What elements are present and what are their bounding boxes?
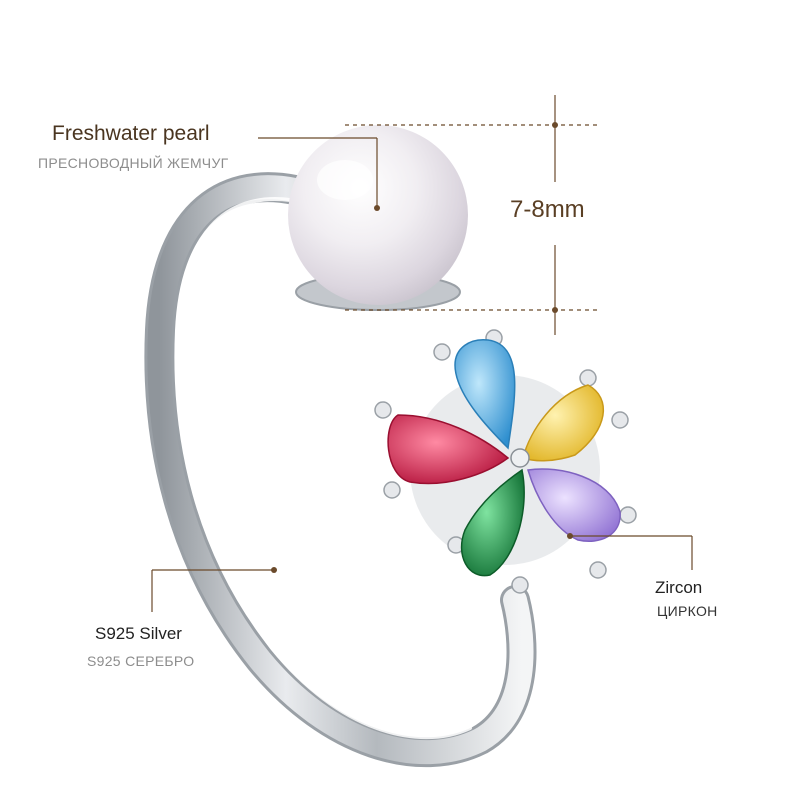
purple-stone (527, 468, 621, 542)
zircon-stones (387, 339, 621, 577)
pearl-label-ru: ПРЕСНОВОДНЫЙ ЖЕМЧУГ (38, 155, 229, 171)
yellow-stone (522, 384, 605, 462)
silver-band (144, 172, 537, 768)
pearl-label: Freshwater pearl (52, 122, 210, 145)
blue-stone (454, 339, 516, 450)
zircon-label-ru: ЦИРКОН (657, 603, 718, 619)
silver-label: S925 Silver (95, 624, 182, 643)
zircon-label: Zircon (655, 578, 703, 597)
annotations (151, 95, 693, 612)
silver-label-ru: S925 СЕРЕБРО (87, 653, 195, 669)
size-label: 7-8mm (510, 196, 585, 223)
red-stone (387, 414, 510, 485)
green-stone (460, 468, 525, 577)
pearl (288, 125, 468, 311)
center-prong (510, 448, 530, 468)
